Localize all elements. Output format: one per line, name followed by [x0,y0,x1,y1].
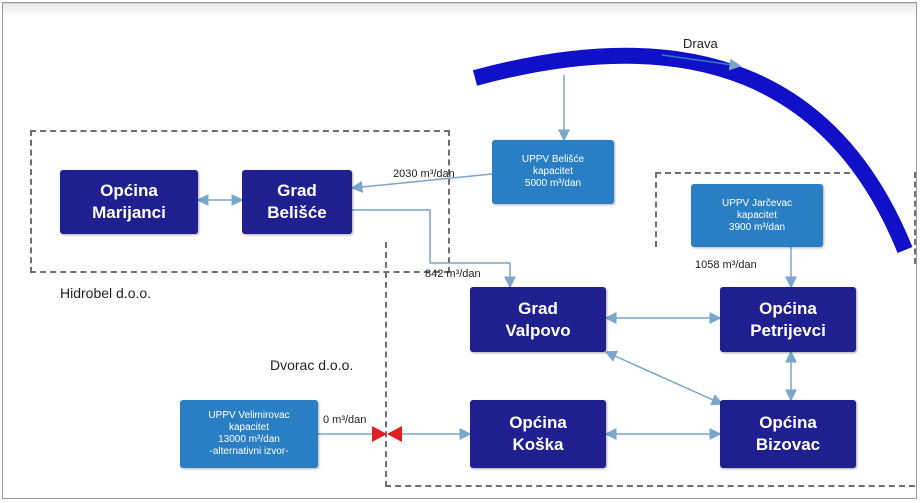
plant-uppv-belisce: UPPV Belišće kapacitet 5000 m³/dan [492,140,614,204]
river-flow-arrow [661,54,742,71]
flow-label-velimirovac: 0 m³/dan [323,414,367,426]
plant-uppv-velimirovac: UPPV Velimirovac kapacitet 13000 m³/dan … [180,400,318,468]
window-top-shade [3,3,916,17]
hidrobel-boundary [30,130,450,273]
company-label-dvorac: Dvorac d.o.o. [270,357,354,373]
dvorac-boundary-right [848,172,916,264]
drava-river [472,47,913,254]
company-label-hidrobel: Hidrobel d.o.o. [60,285,152,301]
river-label: Drava [683,36,718,51]
node-opcina-bizovac: Općina Bizovac [720,400,856,468]
belisce-to-valpovo [352,209,516,289]
node-opcina-petrijevci: Općina Petrijevci [720,287,856,352]
belisce-plant-to-town [350,173,493,193]
valpovo-bizovac-link [604,350,724,406]
plant-uppv-jarcevac: UPPV Jarčevac kapacitet 3900 m³/dan [691,184,823,247]
flow-label-jarcevac: 1058 m³/dan [695,259,757,271]
node-opcina-koska: Općina Koška [470,400,606,468]
dvorac-boundary [385,242,915,487]
node-grad-valpovo: Grad Valpovo [470,287,606,352]
node-grad-belisce: Grad Belišće [242,170,352,234]
flow-label-valpovo: 842 m³/dan [425,268,481,280]
dvorac-boundary-upper [655,172,850,247]
closed-valve-icon [372,426,402,442]
flow-label-belisce: 2030 m³/dan [393,168,455,180]
node-opcina-marijanci: Općina Marijanci [60,170,198,234]
